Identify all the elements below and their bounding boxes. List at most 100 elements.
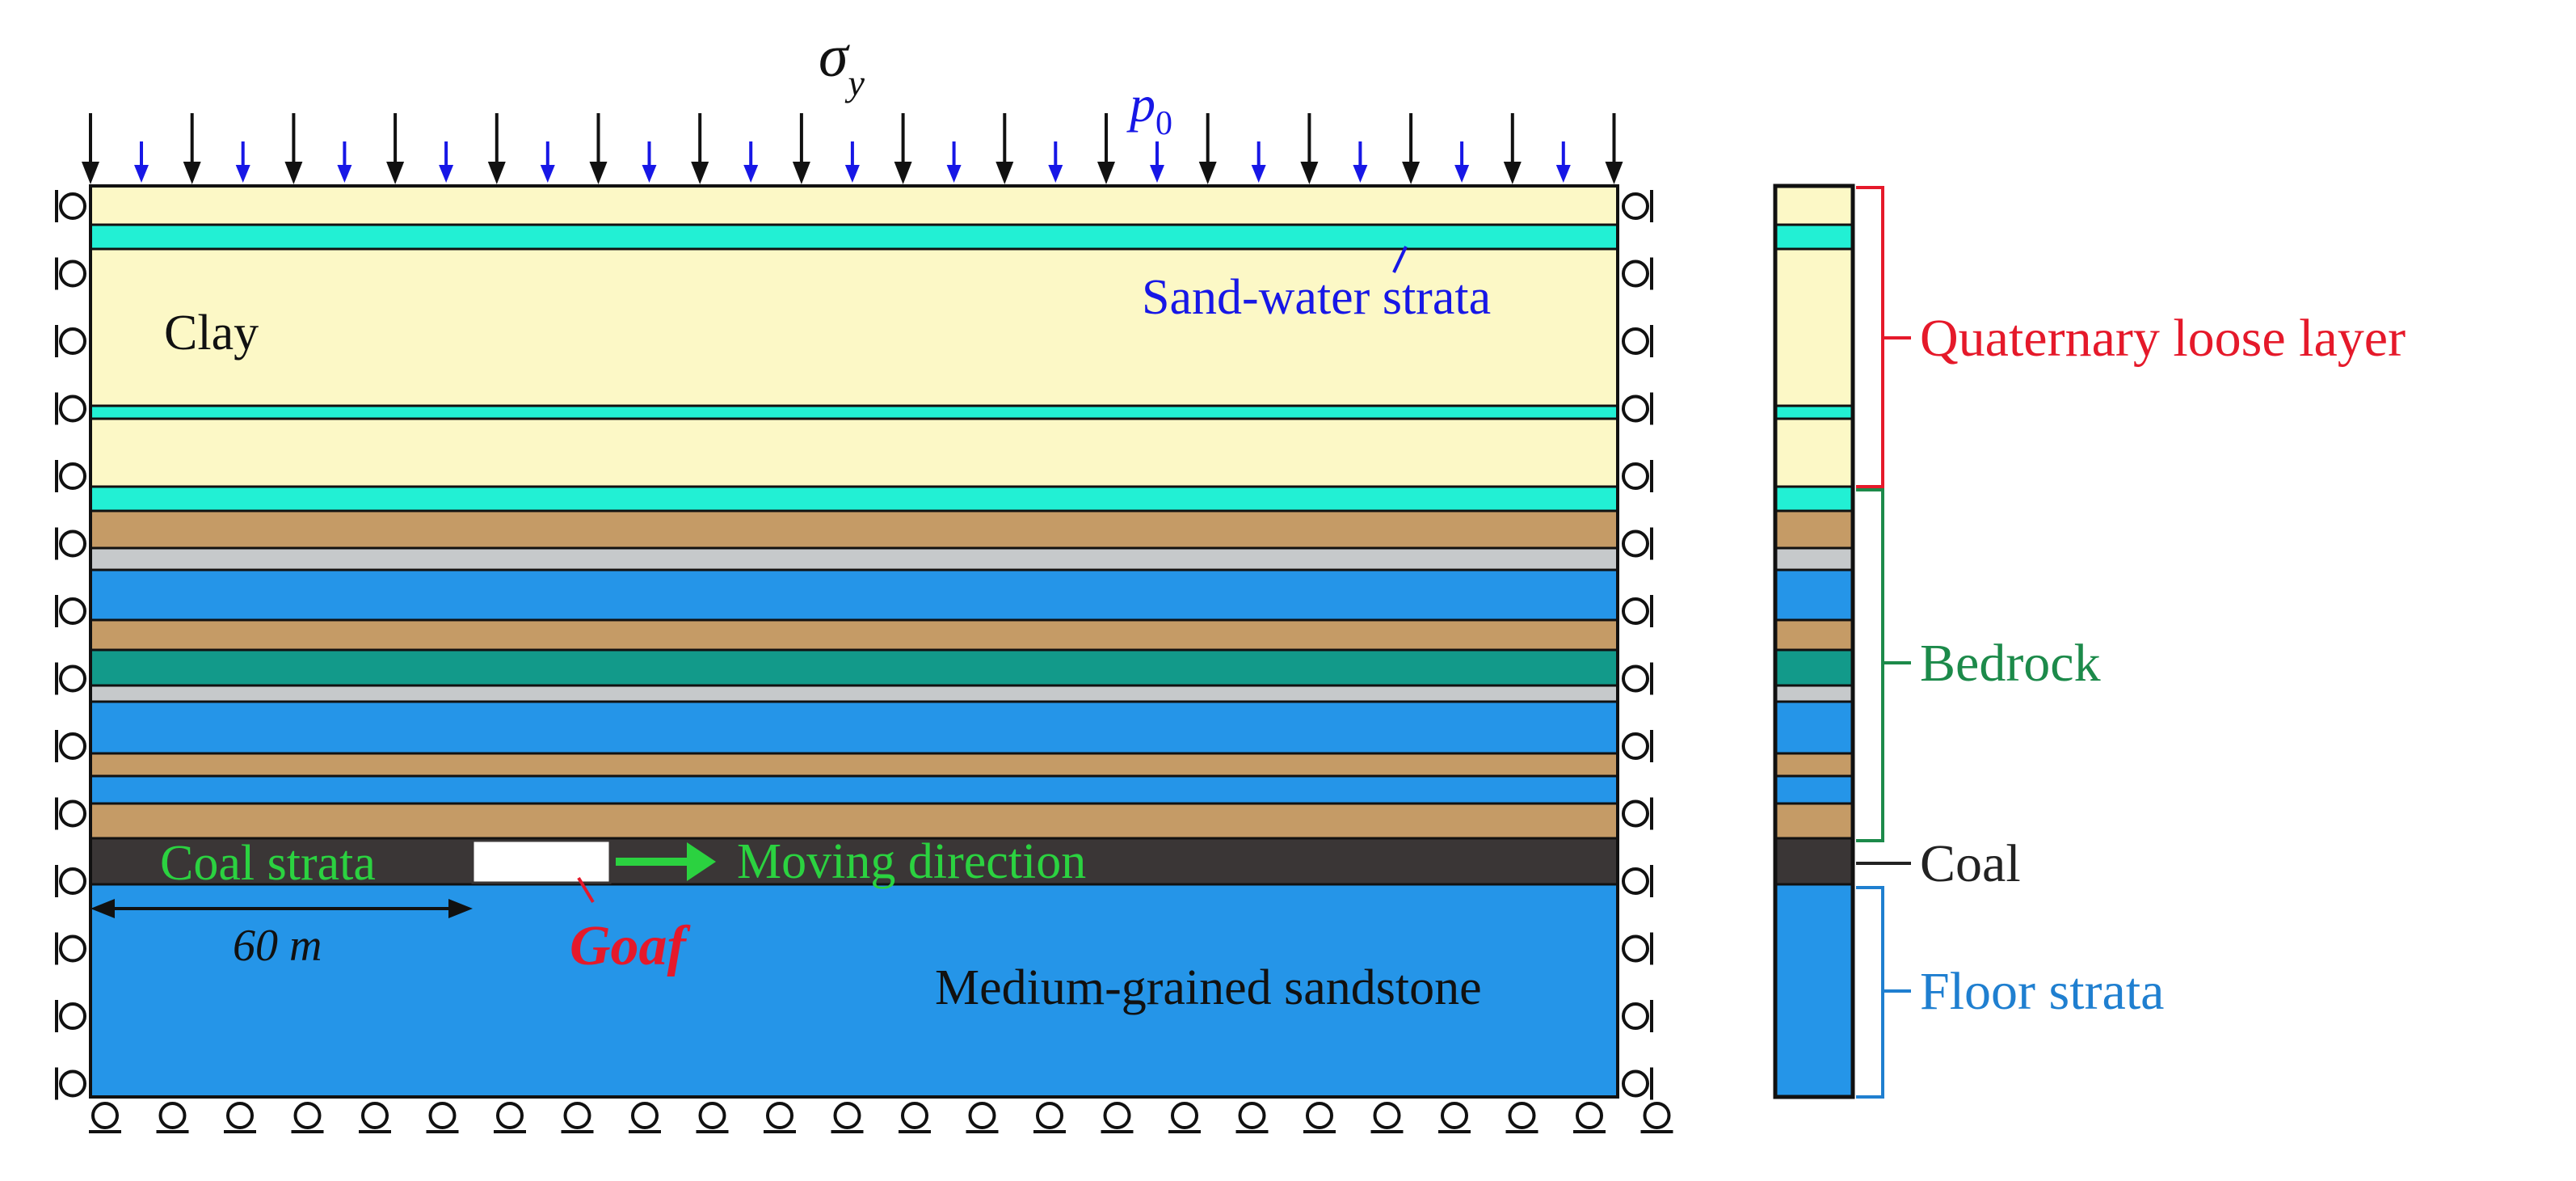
roller-support [1622,394,1649,423]
floor-label: Floor strata [1920,962,2164,1021]
roller-support [59,867,86,895]
roller-support [1622,1069,1649,1098]
column-layer-brown [1774,618,1854,652]
layer-brown [89,802,1619,840]
sand-water-label: Sand-water strata [1142,270,1491,325]
column-layer-clay [1774,247,1854,407]
clay-label: Clay [164,306,259,361]
quaternary-label: Quaternary loose layer [1920,309,2406,368]
goaf-rect [471,839,612,884]
coal-label: Coal [1920,834,2021,893]
pressure-arrowhead [337,165,352,183]
stress-arrowhead [1402,162,1421,184]
roller-support [1622,259,1649,288]
roller-support [496,1102,524,1129]
roller-support [59,327,86,355]
stress-arrowhead [1503,162,1522,184]
roller-support [1622,327,1649,355]
roller-support [1373,1102,1401,1129]
pressure-arrowhead [235,165,250,183]
stress-arrowhead [1198,162,1217,184]
roller-support [59,192,86,220]
p0-label: p0 [1126,75,1172,142]
column-layer-clay [1774,417,1854,488]
column-layer-blue [1774,883,1854,1099]
pressure-arrowhead [540,165,555,183]
layer-gray [89,684,1619,703]
column-layer-brown [1774,802,1854,840]
pressure-arrowhead [642,165,657,183]
layer-clay [89,417,1619,488]
column-layer-blue [1774,774,1854,805]
roller-support [1622,664,1649,693]
pressure-arrowhead [1454,165,1470,183]
roller-support [1622,597,1649,625]
roller-support [563,1102,591,1129]
roller-support [59,462,86,490]
roller-support [1576,1102,1603,1129]
goaf-label: Goaf [570,915,692,977]
column-layer-teal [1774,648,1854,687]
distance-label: 60 m [233,921,322,971]
quaternary-bracket [1856,186,1884,488]
column-layer-gray [1774,546,1854,572]
roller-support [59,799,86,828]
roller-support [59,394,86,423]
roller-support [968,1102,996,1129]
roller-support [631,1102,659,1129]
roller-support [59,529,86,558]
layer-brown [89,509,1619,550]
stress-arrowhead [284,162,303,184]
stress-arrowhead [894,162,912,184]
stress-arrowhead [487,162,506,184]
moving-direction-arrow [616,842,716,881]
roller-support [1441,1102,1468,1129]
layer-brown [89,752,1619,778]
column-layer-sand_water [1774,223,1854,251]
stress-arrowhead [691,162,709,184]
roller-support [59,1002,86,1030]
column-layer-brown [1774,509,1854,550]
pressure-arrowhead [743,165,759,183]
roller-support [59,259,86,288]
pressure-arrowhead [946,165,962,183]
stratigraphic-column [1774,184,1854,1099]
roller-support [293,1102,322,1129]
stress-arrowhead [1097,162,1115,184]
sigma-label: σy [819,23,865,103]
roller-support [1036,1102,1063,1129]
column-layer-gray [1774,684,1854,703]
roller-support [1622,934,1649,963]
column-layer-brown [1774,752,1854,778]
pressure-arrowhead [1251,165,1266,183]
roller-support [59,597,86,625]
moving-direction-label: Moving direction [737,834,1086,889]
roller-support [766,1102,793,1129]
layer-sand_water [89,223,1619,251]
layer-sand_water [89,404,1619,420]
floor-bracket [1856,886,1884,1099]
stress-arrowhead [589,162,608,184]
roller-support [1622,732,1649,760]
stress-arrowhead [183,162,201,184]
roller-support [1508,1102,1536,1129]
roller-support [833,1102,861,1129]
bedrock-bracket [1856,488,1884,842]
roller-support [1622,799,1649,828]
layer-blue [89,700,1619,755]
roller-support [1622,192,1649,220]
pressure-arrowhead [439,165,454,183]
stress-arrowhead [1300,162,1319,184]
pressure-arrowhead [1555,165,1571,183]
column-layer-blue [1774,568,1854,622]
roller-support [428,1102,457,1129]
roller-support [1238,1102,1266,1129]
roller-support [59,1069,86,1098]
top-load-arrows [82,113,1623,184]
roller-support [59,934,86,963]
column-layer-sand_water [1774,485,1854,512]
stress-arrowhead [82,162,99,184]
roller-support [1103,1102,1131,1129]
